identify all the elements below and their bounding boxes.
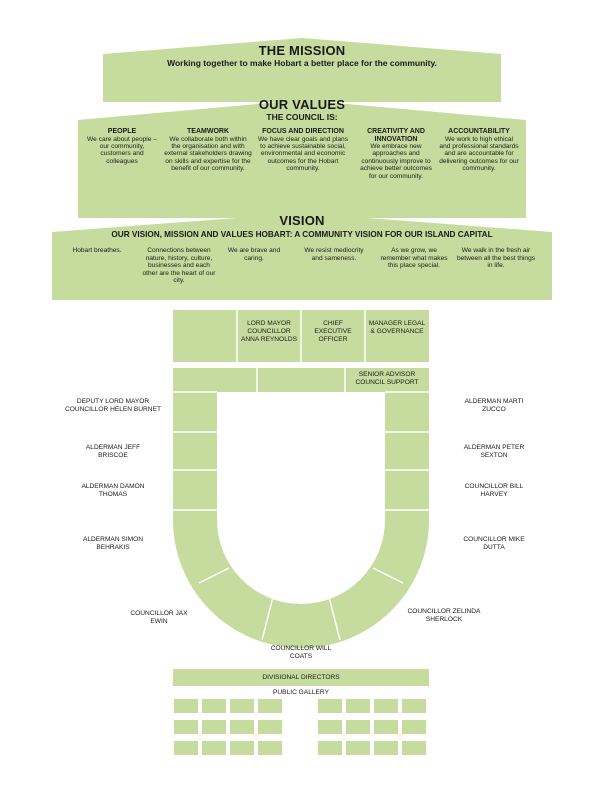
value-heading: CREATIVITY AND INNOVATION: [367, 128, 425, 143]
chamber-u-shape: [173, 368, 429, 648]
value-heading: PEOPLE: [107, 128, 137, 135]
vision-banner: [52, 213, 552, 300]
mission-title: THE MISSION: [258, 43, 346, 58]
values-banner: [78, 100, 526, 218]
value-text: We embrace new approaches and continuous…: [360, 143, 432, 180]
value-heading: ACCOUNTABILITY: [448, 128, 510, 135]
seat-left-3: ALDERMAN DAMON THOMAS: [81, 483, 145, 498]
chamber-seat-dividers: [173, 368, 429, 641]
seat-left-2: ALDERMAN JEFF BRISCOE: [85, 444, 141, 459]
value-creativity-and-innovation: CREATIVITY AND INNOVATION We embrace new…: [357, 128, 435, 180]
top-seats-row: [173, 310, 429, 362]
values-subtitle: THE COUNCIL IS:: [266, 112, 338, 122]
vision-subtitle: OUR VISION, MISSION AND VALUES HOBART: A…: [111, 230, 493, 239]
vision-item: Hobart breathes.: [72, 247, 122, 254]
seat-chief-executive: CHIEF EXECUTIVE OFFICER: [314, 320, 352, 343]
vision-item: As we grow, we remember what makes this …: [380, 247, 448, 270]
value-accountability: ACCOUNTABILITY We work to high ethical a…: [439, 128, 519, 173]
divisional-directors-bar: [173, 669, 429, 686]
public-gallery-seats: [174, 699, 426, 755]
value-text: We collaborate both within the organisat…: [164, 135, 252, 173]
seat-right-5: COUNCILLOR ZELINDA SHERLOCK: [407, 608, 481, 623]
divisional-directors-label: DIVISIONAL DIRECTORS: [262, 674, 340, 681]
value-heading: TEAMWORK: [187, 128, 229, 135]
mission-subtitle: Working together to make Hobart a better…: [167, 58, 437, 68]
seat-right-1: ALDERMAN MARTI ZUCCO: [464, 398, 524, 413]
value-text: We care about people – our community, cu…: [87, 135, 157, 165]
value-text: We work to high ethical and professional…: [439, 135, 519, 173]
seat-manager-legal: MANAGER LEGAL & GOVERNANCE: [368, 320, 426, 335]
vision-item: Connections between nature, history, cul…: [142, 247, 216, 285]
value-people: PEOPLE We care about people – our commun…: [86, 128, 158, 165]
seat-left-4: ALDERMAN SIMON BEHRAKIS: [82, 536, 144, 551]
seat-right-3: COUNCILLOR BILL HARVEY: [464, 483, 524, 498]
seat-lord-mayor: LORD MAYOR COUNCILLOR ANNA REYNOLDS: [240, 320, 298, 343]
value-focus-and-direction: FOCUS AND DIRECTION We have clear goals …: [255, 128, 351, 173]
seat-left-5: COUNCILLOR JAX EWIN: [130, 610, 188, 625]
vision-item: We resist mediocrity and sameness.: [304, 247, 364, 262]
vision-title: VISION: [279, 213, 325, 228]
public-gallery-label: PUBLIC GALLERY: [273, 689, 329, 696]
seat-right-2: ALDERMAN PETER SEXTON: [463, 444, 525, 459]
value-heading: FOCUS AND DIRECTION: [262, 128, 344, 135]
seat-left-1: DEPUTY LORD MAYOR COUNCILLOR HELEN BURNE…: [65, 398, 161, 413]
seat-right-4: COUNCILLOR MIKE DUTTA: [463, 536, 525, 551]
vision-item: We are brave and caring.: [227, 247, 281, 262]
mission-banner: [103, 38, 501, 102]
vision-item: We walk in the fresh air between all the…: [456, 247, 536, 270]
value-teamwork: TEAMWORK We collaborate both within the …: [164, 128, 252, 173]
value-text: We have clear goals and plans to achieve…: [257, 135, 349, 173]
seat-bottom: COUNCILLOR WILL COATS: [270, 645, 332, 660]
seat-senior-advisor: SENIOR ADVISOR COUNCIL SUPPORT: [355, 371, 419, 386]
values-title: OUR VALUES: [258, 97, 346, 112]
